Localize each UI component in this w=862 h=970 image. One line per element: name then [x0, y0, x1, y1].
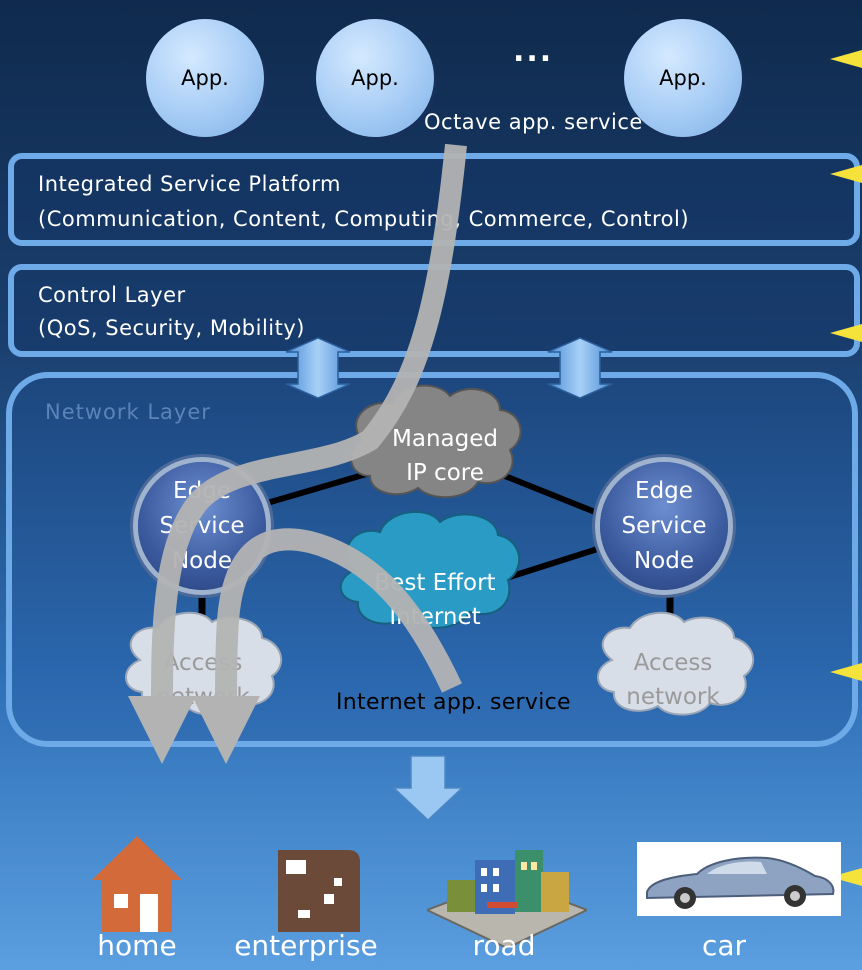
edge-service-node-right: Edge Service Node [600, 462, 728, 590]
app-label: App. [351, 66, 399, 90]
enterprise-icon [278, 850, 360, 932]
destination-label-road: road [472, 929, 536, 962]
control-network-arrow-right [547, 337, 613, 399]
network-layer-title: Network Layer [45, 400, 211, 424]
access-network-cloud-right [597, 611, 755, 716]
app-label: App. [181, 66, 229, 90]
service-platform-layer [8, 153, 860, 246]
app-bubble-1: App. [146, 19, 264, 137]
edge-node-line: Service [621, 512, 707, 539]
down-arrow-to-destinations [392, 755, 464, 822]
cloud-label-line: Managed [392, 426, 498, 452]
yellow-pointer-icon [830, 324, 862, 342]
yellow-pointer-icon [830, 50, 862, 68]
cloud-label-line: network [626, 684, 720, 710]
service-platform-subtitle: (Communication, Content, Computing, Comm… [38, 207, 690, 231]
control-layer-subtitle: (QoS, Security, Mobility) [38, 316, 305, 340]
cloud-label-line: Access [633, 650, 713, 676]
yellow-pointer-icon [830, 663, 862, 681]
control-layer-title: Control Layer [38, 283, 186, 307]
managed-ip-core-label: Managed IP core [370, 422, 520, 490]
destination-label-enterprise: enterprise [234, 929, 378, 962]
internet-service-label: Internet app. service [336, 690, 571, 715]
road-town-icon [427, 850, 587, 948]
octave-service-flow-arrow [128, 143, 467, 764]
app-bubble-2: App. [316, 19, 434, 137]
cloud-label-line: IP core [406, 460, 484, 486]
app-ellipsis: ... [513, 34, 554, 69]
yellow-pointer-icon [830, 165, 862, 183]
edge-node-line: Node [633, 547, 694, 574]
octave-service-label: Octave app. service [424, 110, 643, 134]
destination-label-home: home [97, 929, 177, 962]
app-bubble-3: App. [624, 19, 742, 137]
app-label: App. [659, 66, 707, 90]
home-icon [92, 836, 182, 932]
internet-service-flow-arrow [192, 528, 462, 764]
edge-node-line: Edge [635, 477, 693, 504]
destination-label-car: car [701, 929, 747, 962]
control-network-arrow-left [285, 337, 351, 399]
access-network-right-label: Access network [598, 646, 748, 714]
car-icon [637, 842, 841, 916]
service-platform-title: Integrated Service Platform [38, 172, 341, 196]
